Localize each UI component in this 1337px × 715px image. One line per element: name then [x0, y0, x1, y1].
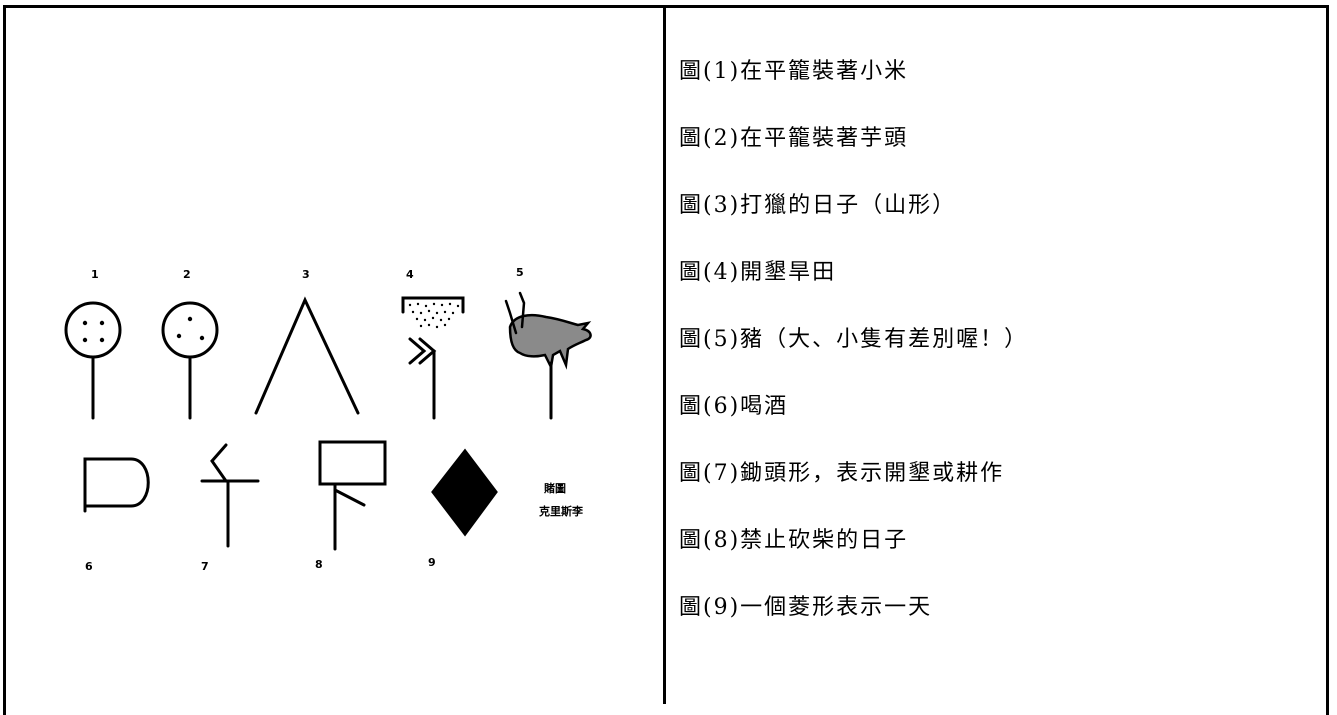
millet-basket-symbol	[64, 301, 122, 420]
taro-basket-symbol	[161, 301, 219, 420]
drinking-symbol	[83, 457, 150, 513]
description-item-9: 圖(9)一個菱形表示一天	[679, 595, 933, 620]
calendar-symbols-figure: 1 2 3 4 5 6 7 8 9	[64, 266, 592, 573]
symbols-cell: 1 2 3 4 5 6 7 8 9	[6, 8, 663, 704]
pig-symbol	[504, 291, 592, 420]
mountain-hunting-symbol	[254, 296, 360, 415]
description-item-1: 圖(1)在平籠裝著小米	[679, 59, 909, 84]
symbol-number-1: 1	[91, 268, 99, 281]
description-item-3: 圖(3)打獵的日子（山形）	[679, 193, 957, 218]
description-item-6: 圖(6)喝酒	[679, 394, 789, 419]
descriptions-cell: 圖(1)在平籠裝著小米 圖(2)在平籠裝著芋頭 圖(3)打獵的日子（山形） 圖(…	[668, 8, 1326, 704]
table-border	[3, 5, 1329, 715]
symbol-number-2: 2	[183, 268, 191, 281]
hoe-symbol	[200, 443, 260, 548]
description-item-7: 圖(7)鋤頭形，表示開墾或耕作	[679, 461, 1005, 486]
symbol-number-8: 8	[315, 558, 323, 571]
symbol-number-3: 3	[302, 268, 310, 281]
description-item-4: 圖(4)開墾旱田	[679, 260, 837, 285]
symbol-number-5: 5	[516, 266, 524, 279]
figure-caption-title: 賭圖	[543, 481, 566, 495]
column-divider	[663, 5, 666, 704]
description-item-5: 圖(5)豬（大、小隻有差別喔！）	[679, 327, 1029, 352]
no-woodcutting-symbol	[318, 440, 387, 551]
symbol-number-7: 7	[201, 560, 209, 573]
symbol-number-9: 9	[428, 556, 436, 569]
description-item-8: 圖(8)禁止砍柴的日子	[679, 528, 909, 553]
dry-field-symbol	[401, 296, 465, 420]
figure-caption-author: 克里斯李	[539, 504, 584, 518]
one-day-diamond-symbol	[431, 448, 498, 537]
symbol-number-6: 6	[85, 560, 93, 573]
description-item-2: 圖(2)在平籠裝著芋頭	[679, 126, 909, 151]
symbol-number-4: 4	[406, 268, 414, 281]
